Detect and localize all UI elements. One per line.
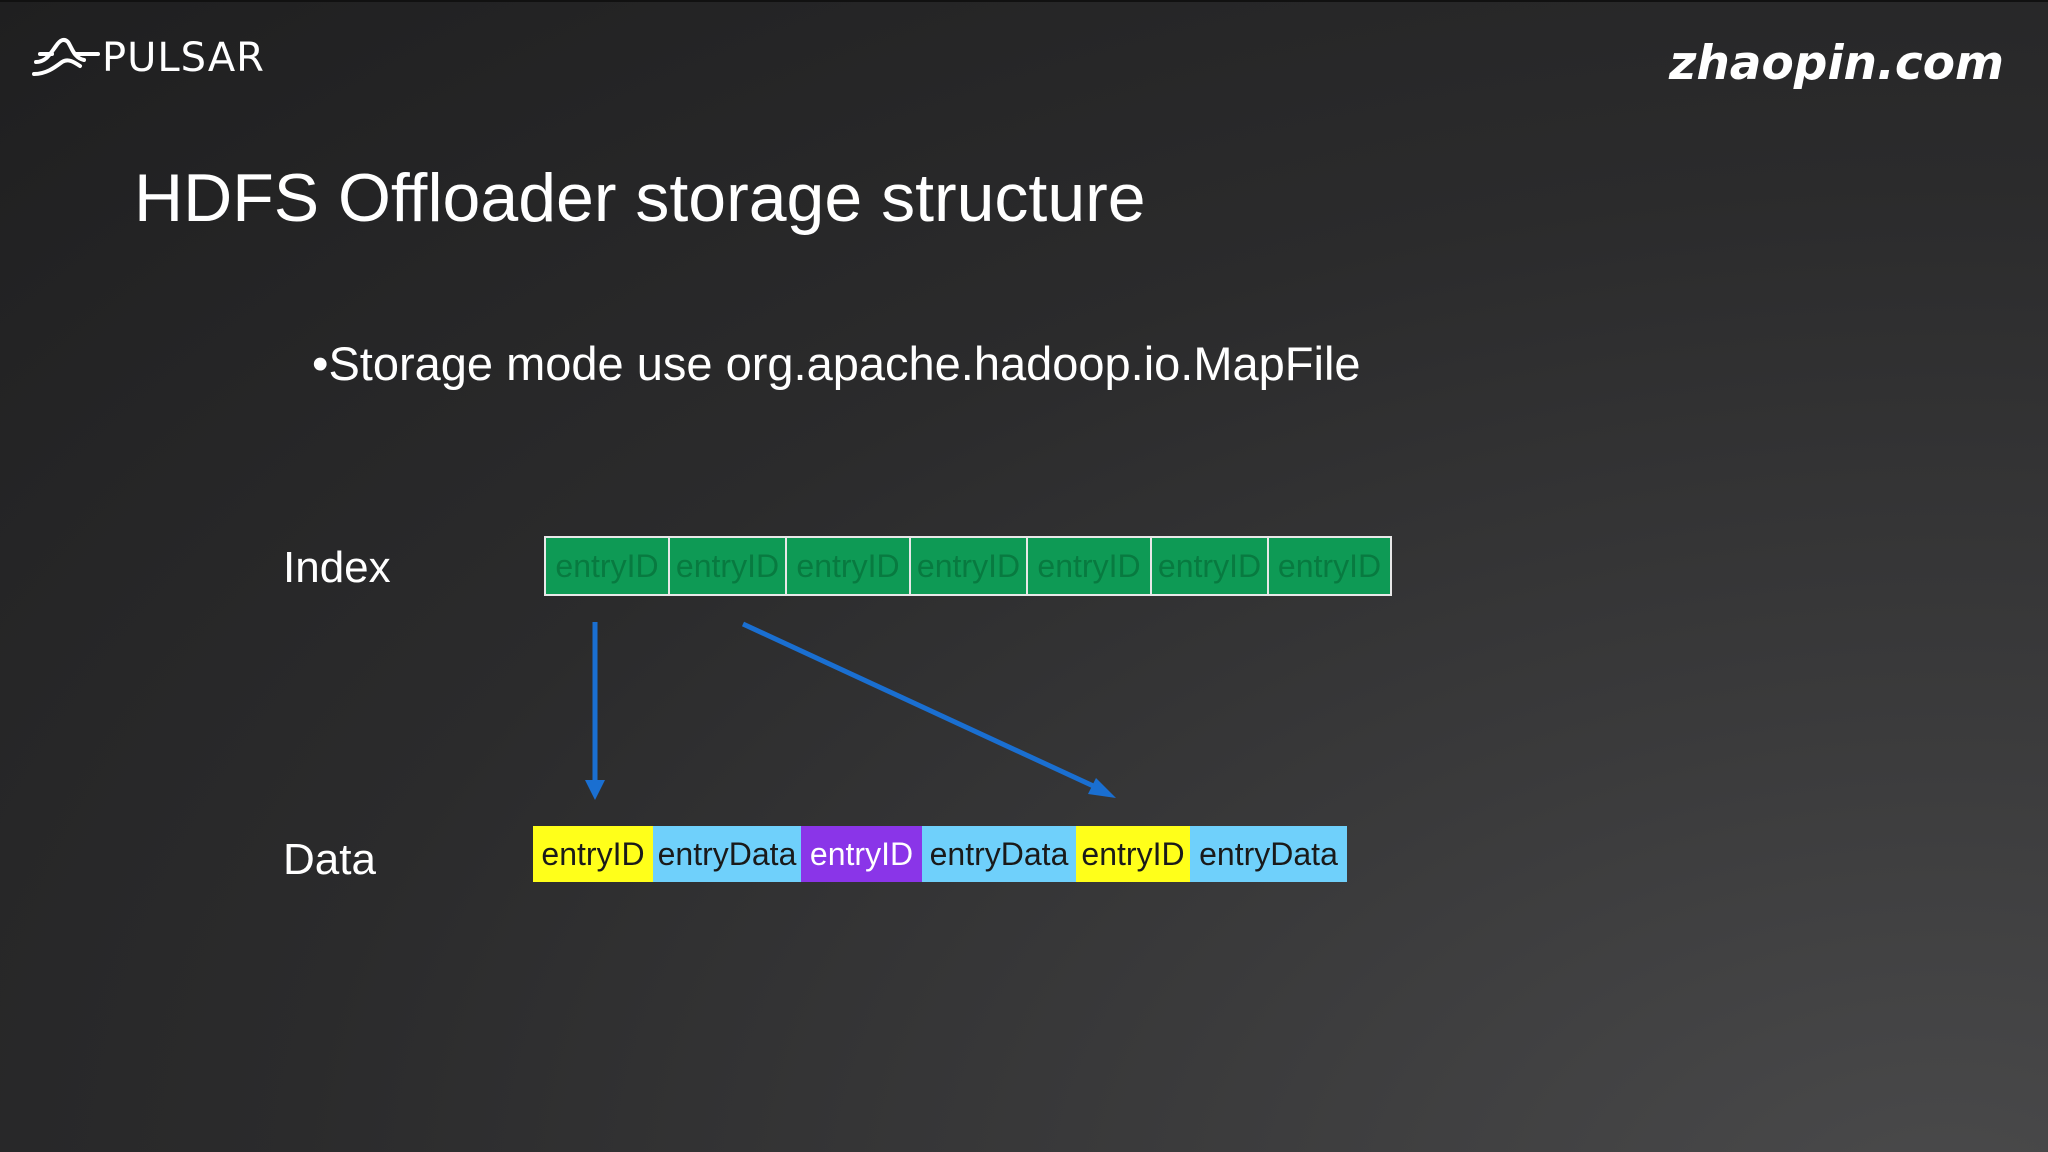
index-cell: entryID — [787, 538, 911, 594]
index-row: entryID entryID entryID entryID entryID … — [544, 536, 1392, 596]
index-cell: entryID — [911, 538, 1028, 594]
index-label: Index — [283, 543, 391, 592]
data-cell-entry-data: entryData — [922, 826, 1076, 882]
index-cell: entryID — [1269, 538, 1390, 594]
slide-title: HDFS Offloader storage structure — [134, 160, 1146, 236]
data-cell-entry-id: entryID — [801, 826, 922, 882]
pulsar-logo: PULSAR — [32, 30, 265, 86]
data-cell-entry-data: entryData — [653, 826, 801, 882]
index-cell: entryID — [1152, 538, 1269, 594]
index-cell: entryID — [670, 538, 787, 594]
arrow-diagonal-head — [1088, 778, 1116, 798]
data-cell-entry-id: entryID — [533, 826, 653, 882]
bullet-text: •Storage mode use org.apache.hadoop.io.M… — [312, 337, 1361, 390]
data-cell-entry-data: entryData — [1190, 826, 1347, 882]
pulsar-wordmark: PULSAR — [102, 35, 265, 81]
index-cell: entryID — [546, 538, 670, 594]
arrow-vertical-head — [585, 780, 605, 800]
index-cell: entryID — [1028, 538, 1152, 594]
pulsar-wave-icon — [32, 37, 100, 76]
top-rule — [0, 0, 2048, 2]
zhaopin-logo: zhaopin.com — [1668, 36, 2004, 91]
data-row: entryID entryData entryID entryData entr… — [533, 826, 1347, 882]
arrow-diagonal — [741, 621, 1104, 793]
data-cell-entry-id: entryID — [1076, 826, 1190, 882]
data-label: Data — [283, 835, 376, 884]
